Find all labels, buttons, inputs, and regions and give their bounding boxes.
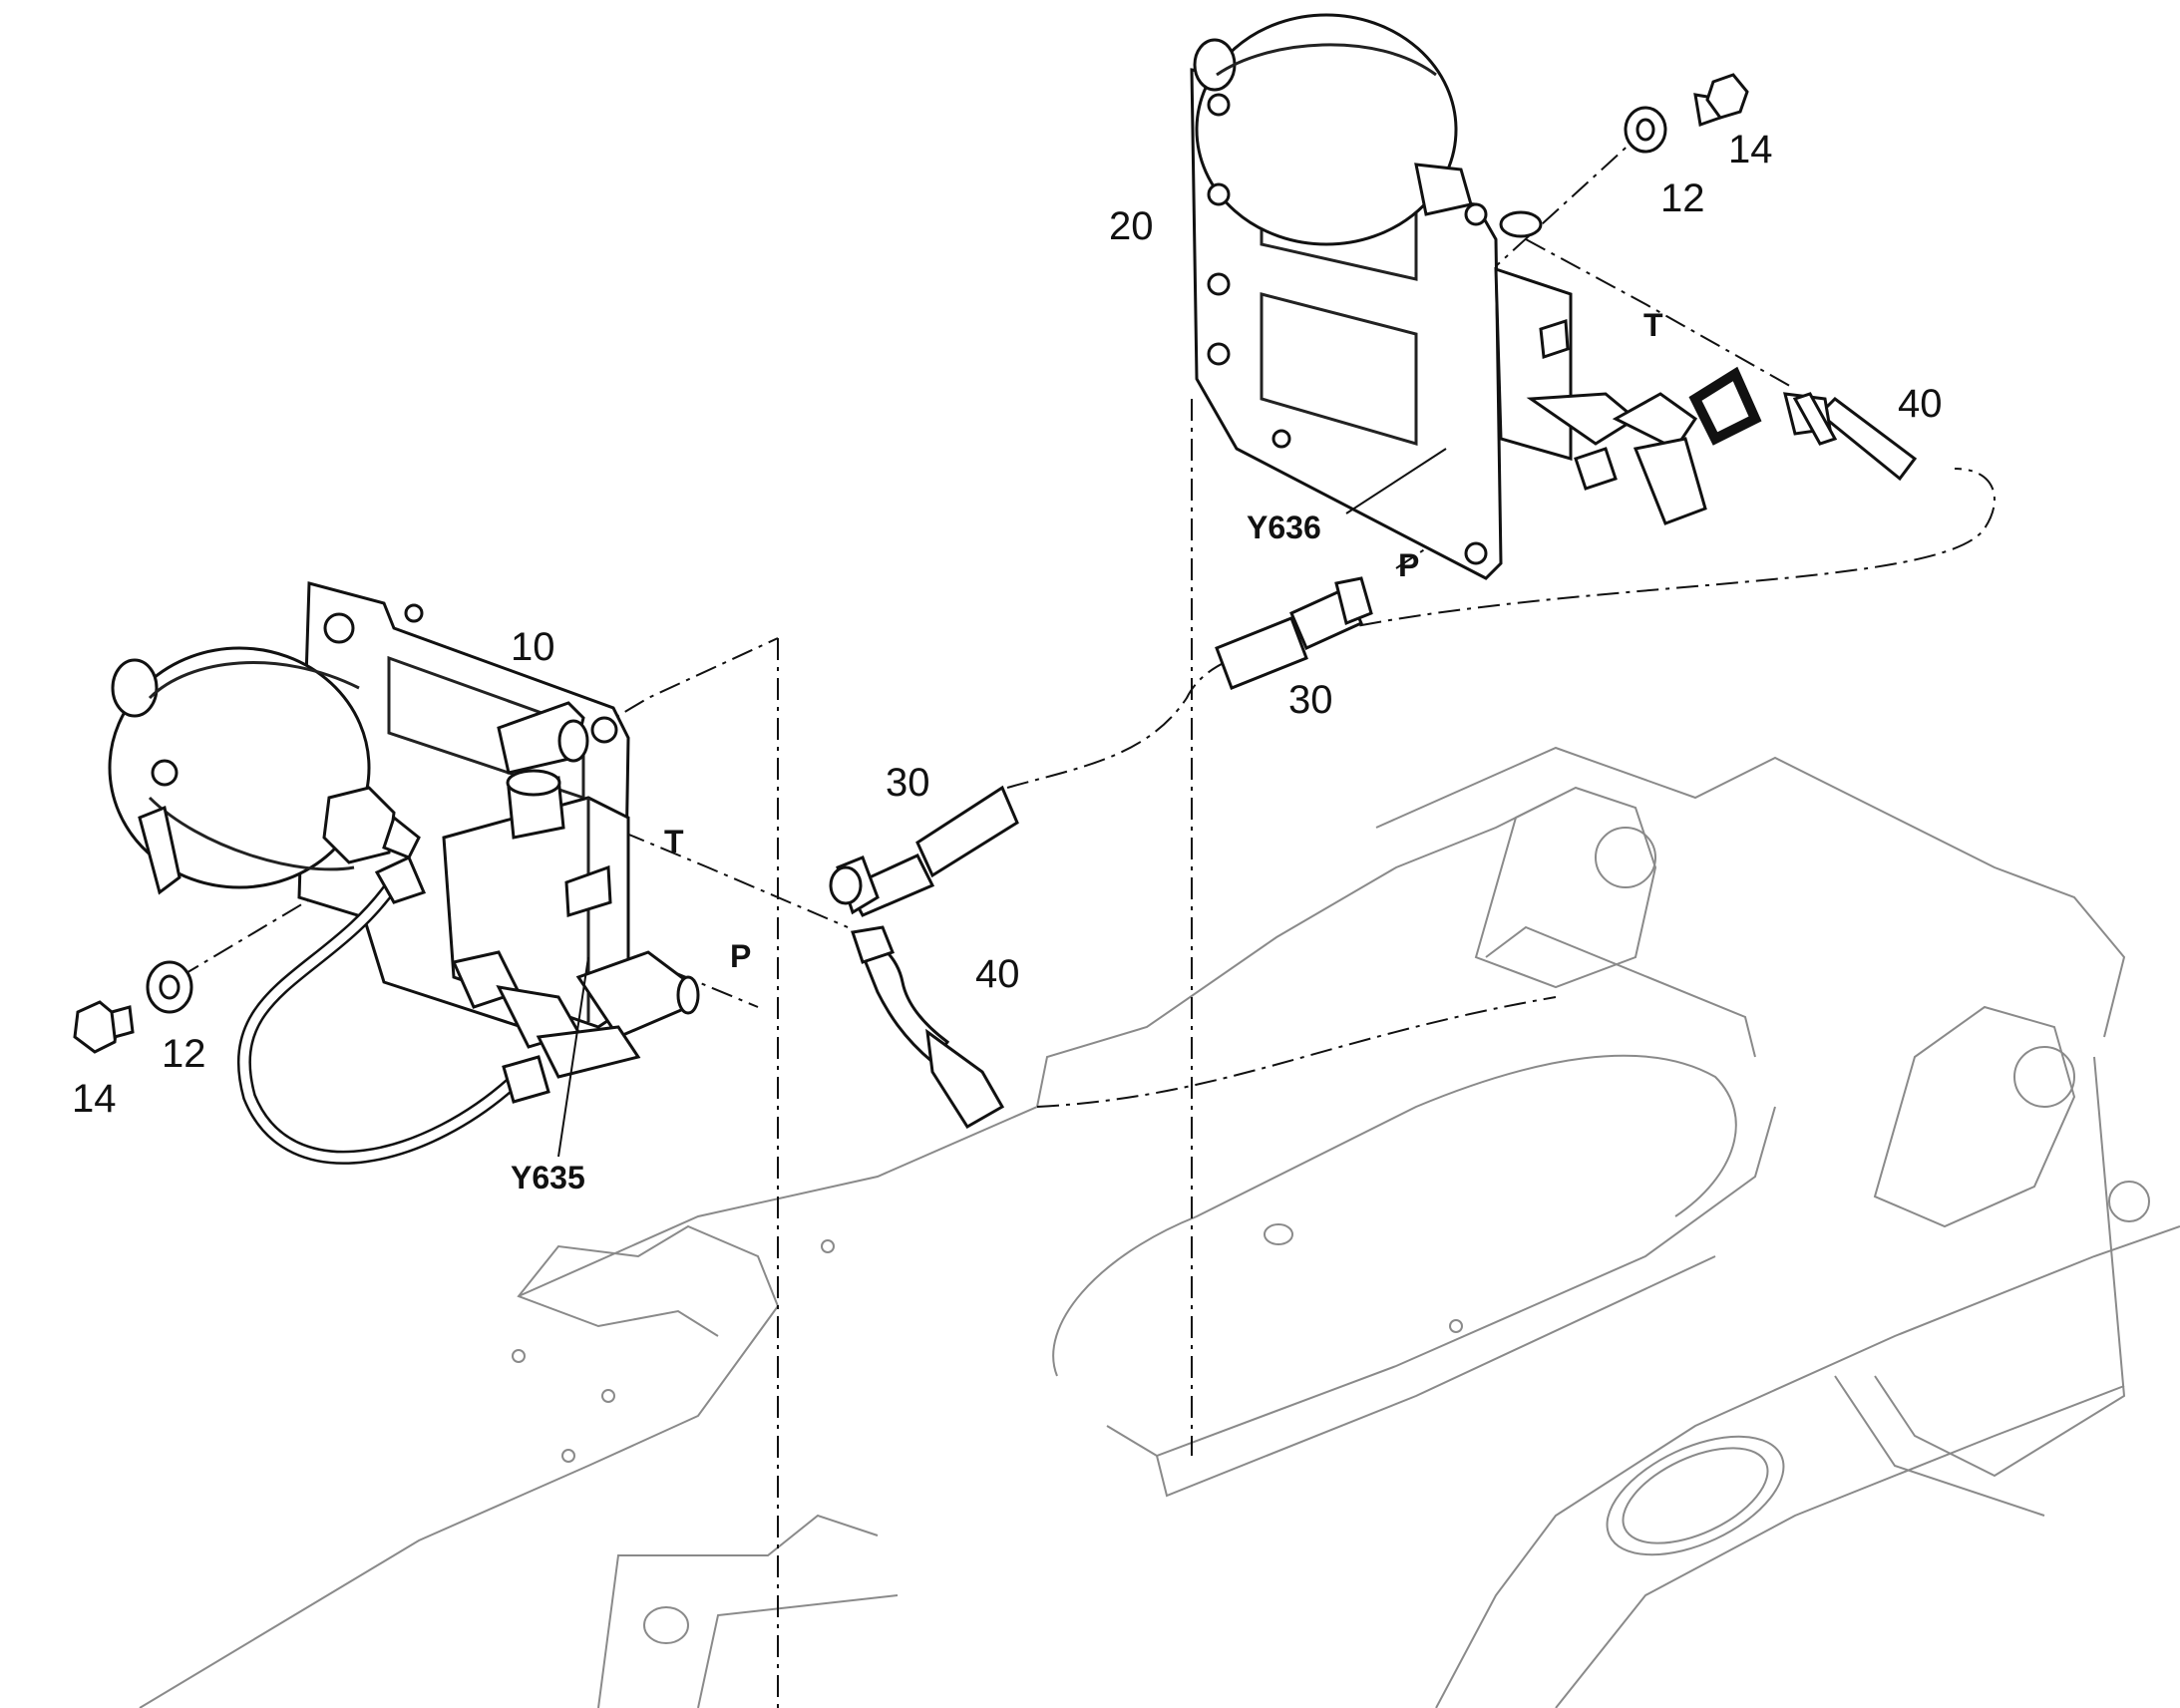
hose-fitting-30-right	[1215, 576, 1373, 690]
callout-12-right: 12	[1660, 176, 1705, 220]
callout-40-left: 40	[975, 952, 1020, 996]
port-t-right: T	[1643, 307, 1663, 343]
valve-block-y636	[1494, 266, 1573, 461]
label-y635: Y635	[511, 1160, 585, 1196]
accumulator-sphere	[108, 646, 371, 889]
port-p-right: P	[1398, 547, 1419, 583]
callout-14-left: 14	[72, 1077, 117, 1121]
callout-40-right: 40	[1898, 382, 1943, 426]
port-p-left: P	[730, 938, 751, 974]
port-t-left: T	[664, 824, 684, 859]
assembly-10	[108, 581, 700, 1165]
hose-fitting-40-left	[851, 925, 1005, 1130]
hose-fitting-30-left	[829, 785, 1019, 917]
hose-fitting-40-right	[1783, 392, 1918, 482]
chassis-frame	[139, 746, 2180, 1708]
callout-10: 10	[511, 625, 555, 669]
assembly-20	[1190, 13, 1762, 580]
callout-14-right: 14	[1728, 128, 1773, 171]
callout-labels: 10 20 12 14 12 14 30 40 30 40 Y635 Y636 …	[72, 128, 1943, 1196]
callout-30-left: 30	[886, 761, 930, 805]
bolt-14-left	[73, 1000, 120, 1054]
label-y636: Y636	[1247, 510, 1321, 545]
callout-20: 20	[1109, 204, 1154, 248]
leader-lines	[557, 448, 1447, 1158]
callout-30-right: 30	[1288, 678, 1333, 722]
accumulator-sphere-2	[1195, 13, 1458, 246]
loose-parts	[73, 73, 1918, 1130]
callout-12-left: 12	[162, 1032, 206, 1076]
